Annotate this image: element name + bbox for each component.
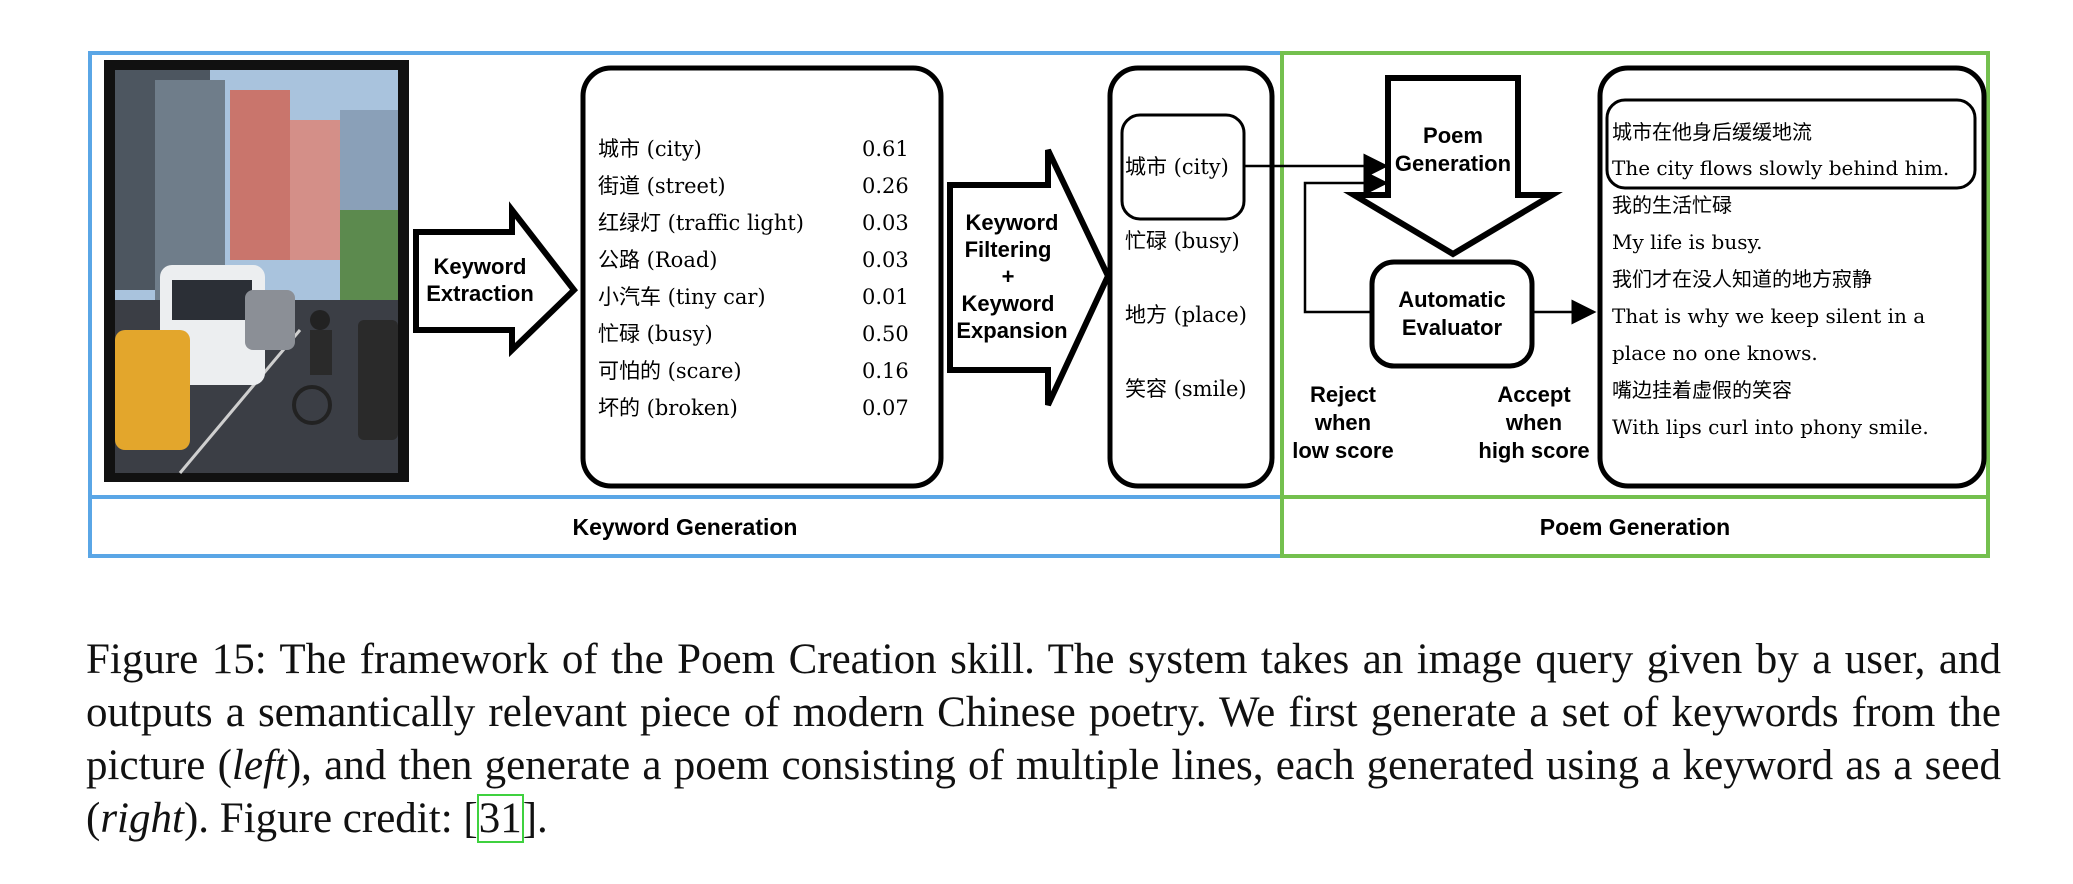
citation-link[interactable]: 31 — [476, 794, 524, 843]
selected-keyword: 笑容 (smile) — [1125, 377, 1247, 401]
keyword-score-list: 城市 (city) 0.61 街道 (street) 0.26 红绿灯 (tra… — [580, 65, 944, 489]
caption-left-word: left — [231, 742, 287, 789]
keyword-term: 小汽车 (tiny car) — [598, 285, 766, 309]
keyword-term: 红绿灯 (traffic light) — [598, 211, 804, 235]
keyword-score: 0.16 — [862, 359, 909, 383]
poem-line: 嘴边挂着虚假的笑容 — [1612, 378, 1792, 402]
poem-line: That is why we keep silent in a — [1612, 304, 1925, 328]
keyword-score: 0.50 — [862, 322, 909, 346]
poem-generation-label-2: Generation — [1395, 151, 1511, 176]
accept-label: high score — [1478, 438, 1589, 463]
selected-keyword: 地方 (place) — [1125, 303, 1247, 327]
poem-generation-section: Poem Generation — [1280, 51, 1990, 558]
filter-label: Expansion — [956, 318, 1067, 343]
poem-line: 我们才在没人知道的地方寂静 — [1612, 267, 1872, 291]
keyword-term: 忙碌 (busy) — [598, 322, 713, 346]
poem-line: With lips curl into phony smile. — [1612, 415, 1929, 439]
poem-generation-label-1: Poem — [1423, 123, 1483, 148]
filter-label: + — [1002, 264, 1015, 289]
poem-output-box: 城市在他身后缓缓地流 The city flows slowly behind … — [1597, 65, 1987, 489]
caption-text: Figure 15: The framework of the Poem Cre… — [86, 636, 2001, 789]
automatic-evaluator-box: Automatic Evaluator — [1369, 259, 1535, 369]
reject-label: when — [1314, 410, 1371, 435]
selected-keywords-box: 城市 (city) 忙碌 (busy) 地方 (place) 笑容 (smile… — [1107, 65, 1275, 489]
poem-framework-figure: Keyword Generation Poem Generation Keywo… — [88, 51, 1990, 558]
selected-keyword: 忙碌 (busy) — [1125, 229, 1240, 253]
poem-line: 城市在他身后缓缓地流 — [1612, 120, 1812, 144]
keyword-term: 城市 (city) — [598, 137, 702, 161]
caption-text: ]. — [522, 795, 548, 842]
poem-line: The city flows slowly behind him. — [1612, 156, 1949, 180]
keyword-score: 0.03 — [862, 211, 909, 235]
keyword-term: 坏的 (broken) — [598, 396, 738, 420]
street-photo-icon — [104, 60, 409, 482]
extraction-label-1: Keyword — [434, 254, 527, 279]
keyword-score: 0.07 — [862, 396, 909, 420]
keyword-score: 0.26 — [862, 174, 909, 198]
keyword-term: 公路 (Road) — [598, 248, 717, 272]
filter-label: Filtering — [965, 237, 1052, 262]
keyword-score: 0.61 — [862, 137, 909, 161]
selected-keyword: 城市 (city) — [1125, 155, 1229, 179]
reject-label: low score — [1292, 438, 1393, 463]
poem-line: My life is busy. — [1612, 230, 1763, 254]
reject-loop-arrow — [1303, 170, 1389, 314]
accept-label: when — [1505, 410, 1562, 435]
evaluator-label-1: Automatic — [1398, 287, 1506, 312]
section-label-poem-generation: Poem Generation — [1540, 514, 1730, 540]
caption-right-word: right — [100, 795, 184, 842]
accept-label: Accept — [1497, 382, 1571, 407]
keyword-term: 可怕的 (scare) — [598, 359, 742, 383]
poem-line: 我的生活忙碌 — [1612, 193, 1732, 217]
reject-label: Reject — [1310, 382, 1377, 407]
keyword-term: 街道 (street) — [598, 174, 726, 198]
caption-text: ). Figure credit: [ — [183, 795, 478, 842]
evaluator-label-2: Evaluator — [1402, 315, 1503, 340]
figure-caption: Figure 15: The framework of the Poem Cre… — [86, 633, 2001, 845]
extraction-label-2: Extraction — [426, 281, 534, 306]
filter-label: Keyword — [962, 291, 1055, 316]
poem-line: place no one knows. — [1612, 341, 1818, 365]
keyword-score: 0.03 — [862, 248, 909, 272]
section-label-keyword-generation: Keyword Generation — [573, 514, 798, 540]
keyword-filtering-arrow: Keyword Filtering + Keyword Expansion — [947, 148, 1112, 407]
caption-text: ), and then generate a poem consisting o… — [86, 742, 2001, 842]
keyword-score: 0.01 — [862, 285, 909, 309]
keyword-extraction-arrow: Keyword Extraction — [413, 201, 579, 358]
filter-label: Keyword — [966, 210, 1059, 235]
